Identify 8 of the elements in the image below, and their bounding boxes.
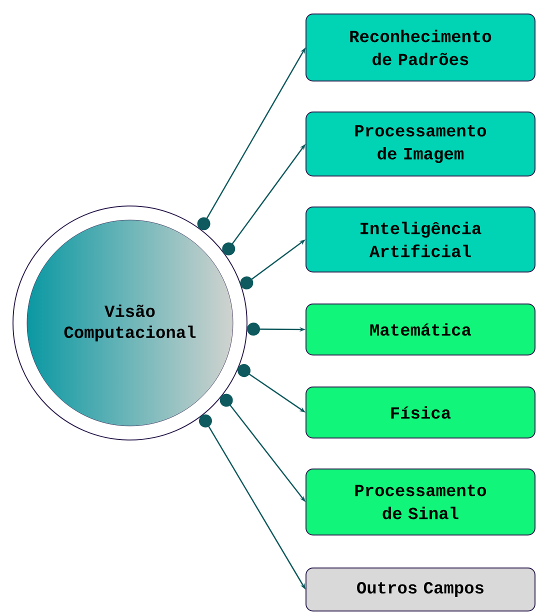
field-box: Processamento de Sinal <box>306 468 536 536</box>
field-box: Processamento de Imagem <box>306 112 536 176</box>
field-box: Matemática <box>306 304 536 356</box>
circle-node: Visão Computacional <box>12 206 248 440</box>
field-box: Física <box>306 386 536 438</box>
field-box: Reconhecimento de Padrões <box>306 14 536 82</box>
field-box: Outros Campos <box>306 568 536 612</box>
field-box: Inteligência Artificial <box>306 206 536 272</box>
